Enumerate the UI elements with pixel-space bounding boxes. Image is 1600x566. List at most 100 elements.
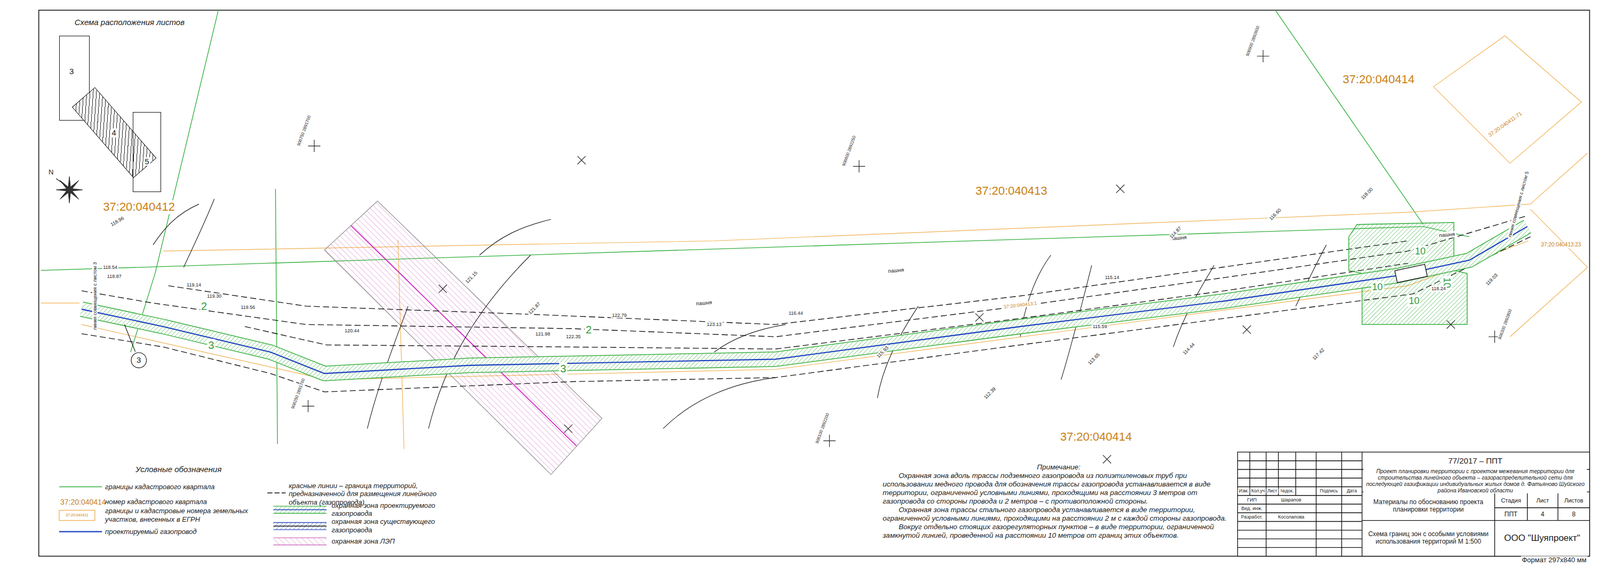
elevation-mark: 119.14 [185,282,203,288]
map-path [577,156,586,165]
power-line [350,225,577,446]
elevation-mark: 118.54 [101,264,119,270]
legend-swatch [273,506,327,514]
elevation-mark: 114.44 [1180,341,1197,357]
map-line [273,513,327,514]
map-rect [273,537,327,545]
title-block-cell: №док. [1279,488,1295,494]
zone-dimension: 3 [558,362,567,375]
legend-text: охранная зона существующего газопровода [331,517,466,535]
map-path [301,400,315,413]
map-path [81,226,1528,374]
zone-dimension: 2 [200,299,208,312]
map-line [273,529,327,530]
sheet-number: 5 [143,156,150,166]
legend-swatch [59,486,102,488]
map-path [1509,267,1588,337]
compass-needle [56,178,63,184]
note-paragraph: Охранная зона вдоль трассы подземного га… [882,471,1235,506]
map-path [41,302,80,304]
zone-dimension: 10 [1407,295,1421,307]
callout-circle-shape [131,352,147,368]
elevation-mark: 112.39 [981,385,998,401]
parcel-boundaries [41,35,1588,450]
elevation-mark: 119.30 [205,293,223,299]
map-path [479,219,551,255]
elevation-mark: 118.96 [108,214,126,228]
inset-title: Схема расположения листов [73,17,186,27]
legend-title: Условные обозначения [134,464,223,474]
map-path [1530,153,1588,205]
survey-crosses [438,156,1455,464]
map-line [273,544,327,546]
map-rect [273,522,327,530]
quarter-number: 37:20:040414 [1341,73,1416,87]
map-line [273,522,327,523]
coordinate-label: 906750 2891700 [296,113,313,148]
elevation-mark: 118.87 [106,273,123,279]
parcel-number: 37:20:040413:1 [1002,300,1038,310]
legend-text: границы и кадастровые номера земельных у… [105,506,271,524]
legend-swatches [59,486,327,546]
map-path [438,284,447,293]
notes-block: Примечание:Охранная зона вдоль трассы по… [882,462,1235,540]
map-path [1266,451,1342,556]
map-path [564,424,573,433]
elevation-mark: 122.35 [564,333,582,340]
title-block-cell: ППТ [1503,510,1519,519]
sheet-box: 5 [132,112,162,192]
elevation-mark: 120.44 [343,328,361,334]
legend-swatch [273,522,327,530]
title-block-cell: 8 [1570,510,1577,519]
title-block-cell: Лист [1266,488,1278,494]
north-label: N [47,168,55,177]
map-path [1102,454,1111,463]
elevation-mark: 121.15 [463,269,480,286]
elevation-mark: 121.87 [526,300,543,317]
red-lines [81,216,1531,392]
note-paragraph: Охранная зона трассы стального газопрово… [882,505,1235,523]
land-use-label: пашня [886,266,906,275]
map-path [1494,491,1590,557]
elevation-mark: 123.13 [705,321,723,327]
map-rect [273,506,327,514]
map-path [1242,325,1251,334]
elevation-mark: 115.14 [1104,274,1121,280]
title-block-cell: Косолапова [1276,514,1306,520]
zone-dimension: 2 [584,323,593,336]
map-line [273,537,327,538]
map-path [1249,451,1296,495]
map-line [273,525,327,527]
sheet-number: 4 [110,128,118,138]
coordinate-label: 906100 2892200 [814,411,831,446]
map-path [130,10,219,352]
title-block-cell: Кол.уч [1250,488,1267,494]
zone-dimension: 10 [1413,245,1427,257]
title-block-cell: Шарапов [1280,497,1303,503]
map-path [81,216,1526,338]
title-block-cell: Стадия [1499,497,1523,504]
map-path [275,188,278,444]
map-path [428,254,531,429]
quarter-number: 37:20:040414 [1059,429,1134,444]
title-block-cell: Вед. инж. [1240,505,1264,511]
map-path [823,434,836,447]
sheet-number: 3 [68,67,75,77]
map-path [1433,35,1582,164]
parcel-number: 37:20:040411:71 [1485,109,1524,139]
map-path [1275,10,1423,225]
quarter-number: 37:20:040413 [974,184,1049,198]
sheet-title: Схема границ зон с особыми условиями исп… [1363,530,1494,546]
zone-dimension: 3 [206,338,215,351]
title-block-cell: 4 [1539,510,1546,519]
note-paragraph: Вокруг отдельно стоящих газорегуляторных… [882,522,1235,540]
sheet-frame [38,10,1590,556]
map-path [1530,209,1588,268]
quarter-boundaries [41,10,1470,444]
elevation-mark: 117.42 [1310,346,1326,362]
map-path [1446,320,1455,329]
legend-text: охранная зона проектируемого газопровода [331,501,466,518]
map-path [1237,460,1362,548]
elevation-mark: 116.60 [1267,206,1284,222]
